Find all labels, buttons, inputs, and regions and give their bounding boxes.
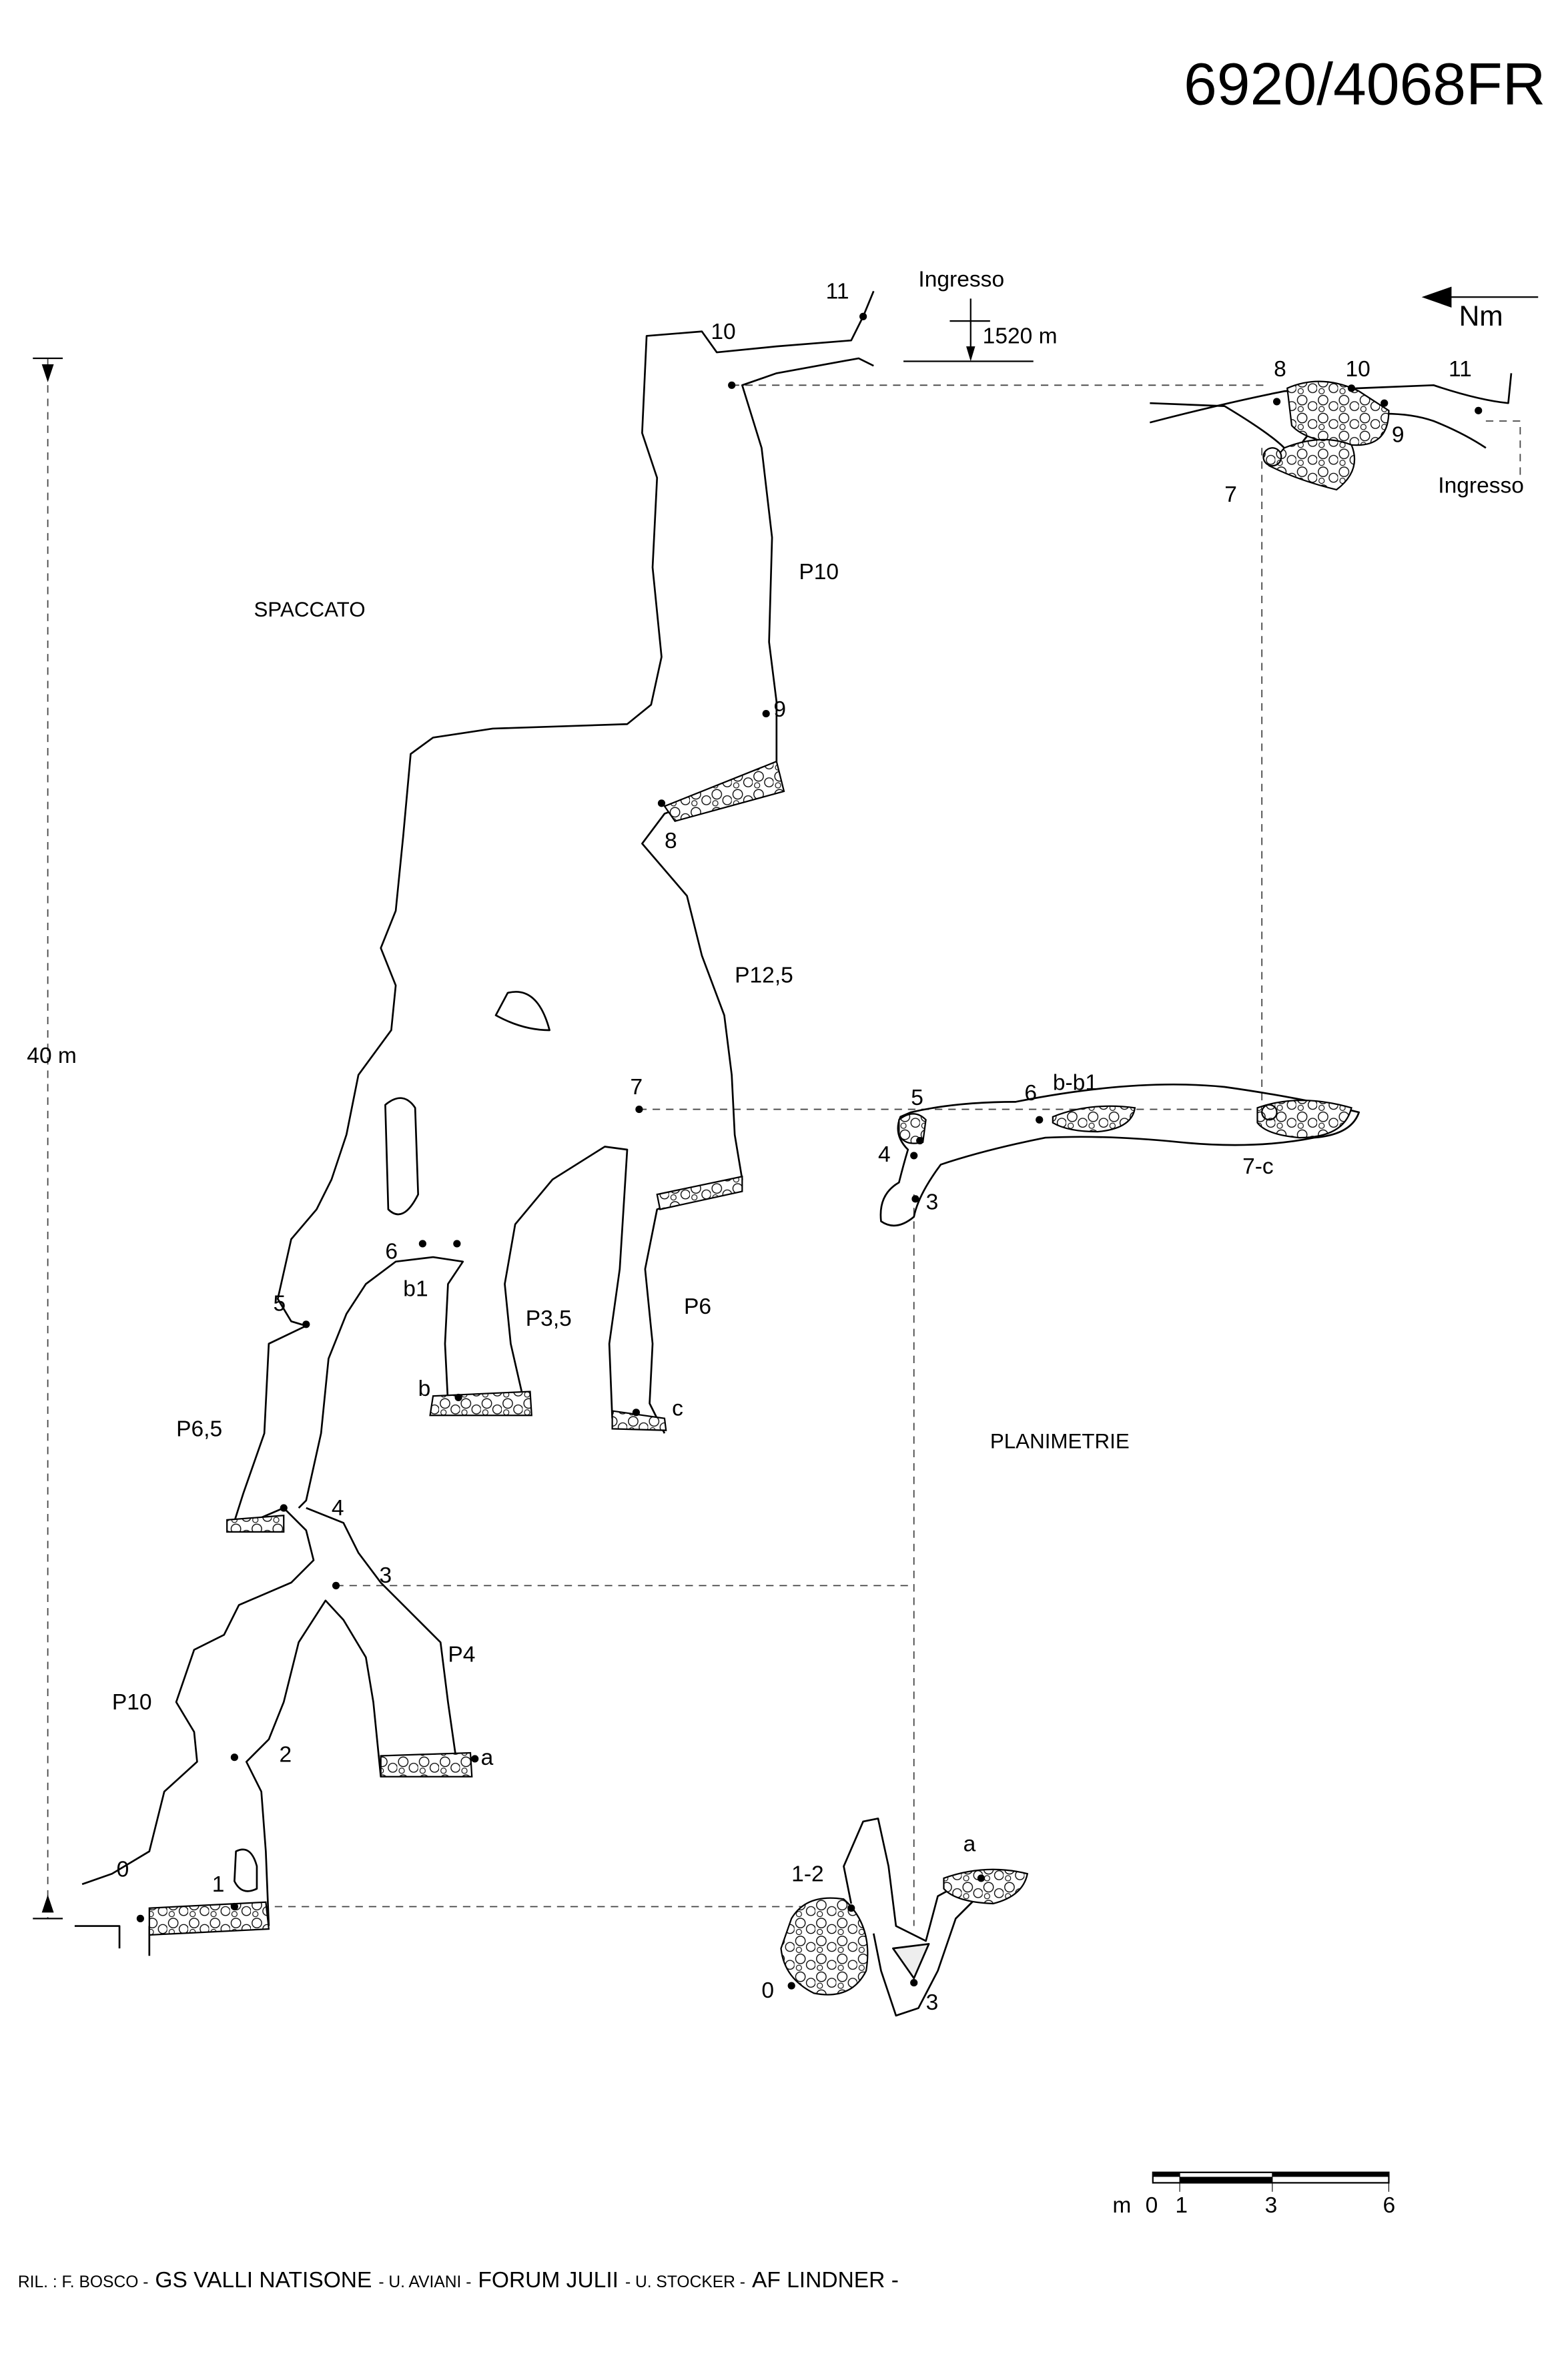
north-label: Nm: [1459, 301, 1503, 332]
plan-station-label: 10: [1346, 357, 1370, 382]
scale-tick: 0: [1146, 2193, 1158, 2218]
station-label: 8: [665, 829, 677, 853]
plan-station-label: b-b1: [1053, 1070, 1098, 1095]
pitch-label: P4: [448, 1642, 475, 1667]
station-label: 10: [711, 320, 735, 344]
plan-station-label: 7-c: [1242, 1154, 1274, 1179]
station-label: c: [672, 1396, 683, 1421]
station-label: 9: [773, 697, 786, 722]
scale-tick: 1: [1175, 2193, 1188, 2218]
pitch-label: P6,5: [176, 1417, 222, 1442]
pitch-label: P10: [112, 1690, 152, 1715]
scale-tick: 3: [1265, 2193, 1278, 2218]
plan-station-label: 9: [1392, 422, 1405, 447]
scale-tick: 6: [1383, 2193, 1395, 2218]
plan-station-label: 3: [926, 1990, 939, 2015]
plan-title: PLANIMETRIE: [990, 1430, 1130, 1453]
station-label: 4: [332, 1496, 344, 1521]
station-label: 0: [117, 1858, 129, 1882]
credit-surveyor: - U. AVIANI -: [378, 2273, 471, 2291]
section-outline: [74, 290, 875, 1956]
plan-station-label: 0: [761, 1978, 774, 2003]
credit-surveyor: RIL. : F. BOSCO -: [18, 2273, 149, 2291]
plan-station-label: 3: [926, 1190, 939, 1214]
north-arrow-icon: [1421, 286, 1539, 308]
plan-middle: [879, 1084, 1360, 1227]
station-label: 2: [280, 1742, 292, 1767]
plan-entrance-label: Ingresso: [1438, 473, 1524, 498]
height-label: 40 m: [27, 1044, 77, 1068]
plan-station-label: 6: [1024, 1081, 1037, 1106]
pitch-label: P3,5: [526, 1306, 572, 1331]
section-station-labels: 0 1 2 3 4 5 6 b1 b 7 8 9 10 11 a c: [117, 280, 849, 1898]
credit-group: GS VALLI NATISONE: [155, 2268, 372, 2293]
credits-line: RIL. : F. BOSCO - GS VALLI NATISONE - U.…: [18, 2266, 899, 2293]
plan-station-label: 1-2: [791, 1862, 824, 1886]
plan-station-label: a: [963, 1832, 976, 1857]
plan-station-label: 4: [878, 1142, 891, 1167]
plan-station-label: 7: [1224, 482, 1237, 507]
plan-top: [1149, 373, 1521, 491]
plan-station-label: 5: [911, 1086, 923, 1110]
pitch-labels: P10 P12,5 P3,5 P6 P6,5 P4 P10: [112, 560, 839, 1715]
station-label: 6: [385, 1239, 398, 1264]
station-label: b1: [403, 1276, 428, 1301]
pitch-label: P12,5: [735, 963, 793, 988]
scale-unit: m: [1112, 2193, 1131, 2218]
station-label: b: [418, 1377, 431, 1401]
pitch-label: P6: [684, 1294, 711, 1319]
plan-bottom: [780, 1818, 1029, 2017]
credit-group: FORUM JULII: [478, 2268, 619, 2293]
station-label: 5: [274, 1292, 286, 1316]
height-dimension-line: [33, 357, 63, 1920]
station-label: 3: [379, 1563, 392, 1588]
station-label: 11: [826, 280, 849, 304]
entrance-label: Ingresso: [918, 268, 1004, 292]
entrance-altitude: 1520 m: [983, 324, 1058, 349]
credit-surveyor: - U. STOCKER -: [625, 2273, 745, 2291]
reference-lines: [47, 358, 1270, 1926]
section-title: SPACCATO: [254, 598, 365, 621]
entrance-altitude-marker: [903, 298, 1034, 362]
survey-title: 6920/4068FR: [1184, 51, 1545, 117]
scale-bar: [1152, 2171, 1390, 2192]
plan-station-label: 11: [1449, 357, 1472, 382]
station-label: 7: [630, 1075, 643, 1100]
pitch-label: P10: [799, 560, 839, 584]
credit-group: AF LINDNER -: [752, 2268, 899, 2293]
station-label: a: [481, 1745, 494, 1770]
plan-station-label: 8: [1274, 357, 1286, 382]
station-label: 1: [212, 1872, 225, 1897]
